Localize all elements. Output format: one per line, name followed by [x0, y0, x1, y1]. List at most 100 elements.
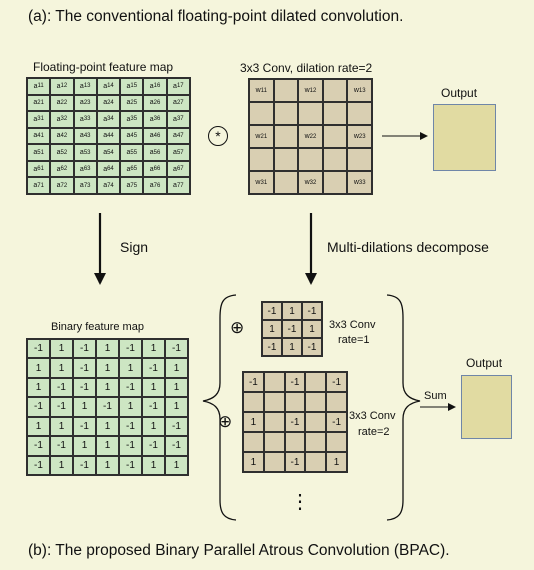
binary-cell: -1	[142, 436, 165, 456]
binary-cell: -1	[27, 397, 50, 417]
binary-cell: 1	[96, 455, 119, 475]
kernel-cell: -1	[284, 372, 306, 392]
binary-cell: 1	[73, 397, 96, 417]
binary-cell: -1	[73, 358, 96, 378]
kernel-cell	[243, 392, 264, 412]
output-label-a: Output	[441, 86, 478, 100]
kernel-cell	[305, 372, 327, 392]
kernel-cell: 1	[262, 320, 282, 338]
binary-cell: 1	[27, 358, 50, 378]
kernel-cell	[284, 392, 306, 412]
plus-icon-1: ⊕	[230, 318, 245, 337]
kernel-cell: 1	[326, 452, 347, 472]
rate2-label-line2: rate=2	[358, 426, 390, 438]
kernel-cell	[298, 148, 323, 171]
kernel-cell	[322, 102, 348, 125]
kernel-cell	[263, 392, 285, 412]
output-box-a	[433, 104, 496, 171]
kernel-cell	[305, 392, 327, 412]
kernel-cell	[347, 148, 372, 171]
kernel-cell	[322, 79, 348, 102]
binary-cell: 1	[119, 397, 142, 417]
binary-cell: -1	[119, 416, 142, 437]
kernel-cell: 1	[282, 338, 302, 356]
kernel-cell	[298, 102, 323, 125]
kernel-cell: 1	[243, 412, 264, 432]
right-brace	[386, 294, 421, 521]
binary-cell: 1	[50, 455, 73, 475]
kernel-cell: -1	[302, 302, 322, 320]
kernel-cell	[273, 125, 299, 148]
binary-cell: 1	[165, 397, 188, 417]
binary-cell: -1	[27, 339, 50, 359]
kernel-cell	[305, 432, 327, 452]
rate2-label-line1: 3x3 Conv	[349, 410, 396, 422]
binary-cell: 1	[50, 339, 73, 359]
binary-cell: 1	[27, 416, 50, 437]
binary-cell: 1	[165, 377, 188, 398]
kernel-cell: -1	[326, 412, 347, 432]
binary-cell: -1	[142, 358, 165, 378]
kernel-cell: -1	[302, 338, 322, 356]
binary-cell: -1	[96, 397, 119, 417]
kernel-cell	[263, 452, 285, 472]
kernel-cell	[305, 452, 327, 472]
binary-cell: 1	[27, 377, 50, 398]
fp-map-label: Floating-point feature map	[33, 60, 174, 74]
binary-cell: 1	[119, 358, 142, 378]
binary-cell: -1	[165, 436, 188, 456]
kernel-cell	[263, 372, 285, 392]
kernel-cell	[284, 432, 306, 452]
kernel-cell: -1	[282, 320, 302, 338]
kernel-cell	[263, 432, 285, 452]
convolution-operator: *	[208, 126, 228, 146]
binary-cell: 1	[96, 436, 119, 456]
kernel-cell: -1	[326, 372, 347, 392]
kernel-cell	[322, 171, 348, 194]
binary-cell: -1	[50, 377, 73, 398]
binary-cell: -1	[50, 397, 73, 417]
binary-cell: -1	[119, 339, 142, 359]
kernel-cell: -1	[284, 452, 306, 472]
binary-cell: -1	[27, 455, 50, 475]
kernel-cell	[347, 102, 372, 125]
kernel-cell: -1	[243, 372, 264, 392]
binary-cell: -1	[165, 416, 188, 437]
binary-cell: 1	[96, 377, 119, 398]
decompose-label: Multi-dilations decompose	[327, 239, 489, 255]
